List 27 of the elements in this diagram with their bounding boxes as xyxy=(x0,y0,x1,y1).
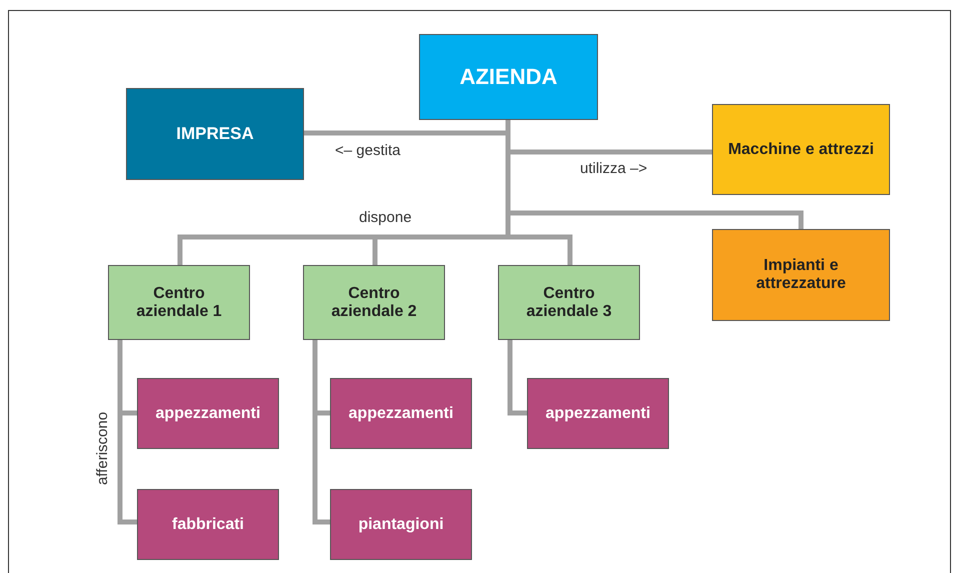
machinery-box xyxy=(712,104,890,195)
center-box xyxy=(498,265,640,340)
node-label: Centro aziendale 1 xyxy=(135,284,223,320)
node-label: Centro aziendale 2 xyxy=(330,284,418,320)
parcel-box xyxy=(137,378,279,449)
node-label: appezzamenti xyxy=(348,404,454,422)
node-label: piantagioni xyxy=(357,516,445,534)
enterprise-box xyxy=(126,88,304,180)
branch-label: dispone xyxy=(357,209,414,226)
node-label: IMPRESA xyxy=(175,124,255,144)
parcel-box xyxy=(137,489,279,560)
node-label: Centro aziendale 3 xyxy=(525,284,613,320)
center-box xyxy=(108,265,250,340)
edge-label: <– gestita xyxy=(333,142,402,159)
center-box xyxy=(303,265,445,340)
node-label: appezzamenti xyxy=(154,404,262,422)
equipment-box xyxy=(712,229,890,321)
connector-line xyxy=(508,340,527,416)
parcel-box xyxy=(330,489,472,560)
node-label: AZIENDA xyxy=(458,64,558,90)
node-label: appezzamenti xyxy=(544,404,652,422)
node-label: Macchine e attrezzi xyxy=(727,140,875,158)
parcel-box xyxy=(527,378,669,449)
parcel-box xyxy=(330,378,472,449)
node-label: fabbricati xyxy=(170,516,245,534)
company-box xyxy=(419,34,598,120)
node-label: Impianti e attrezzature xyxy=(755,257,847,293)
